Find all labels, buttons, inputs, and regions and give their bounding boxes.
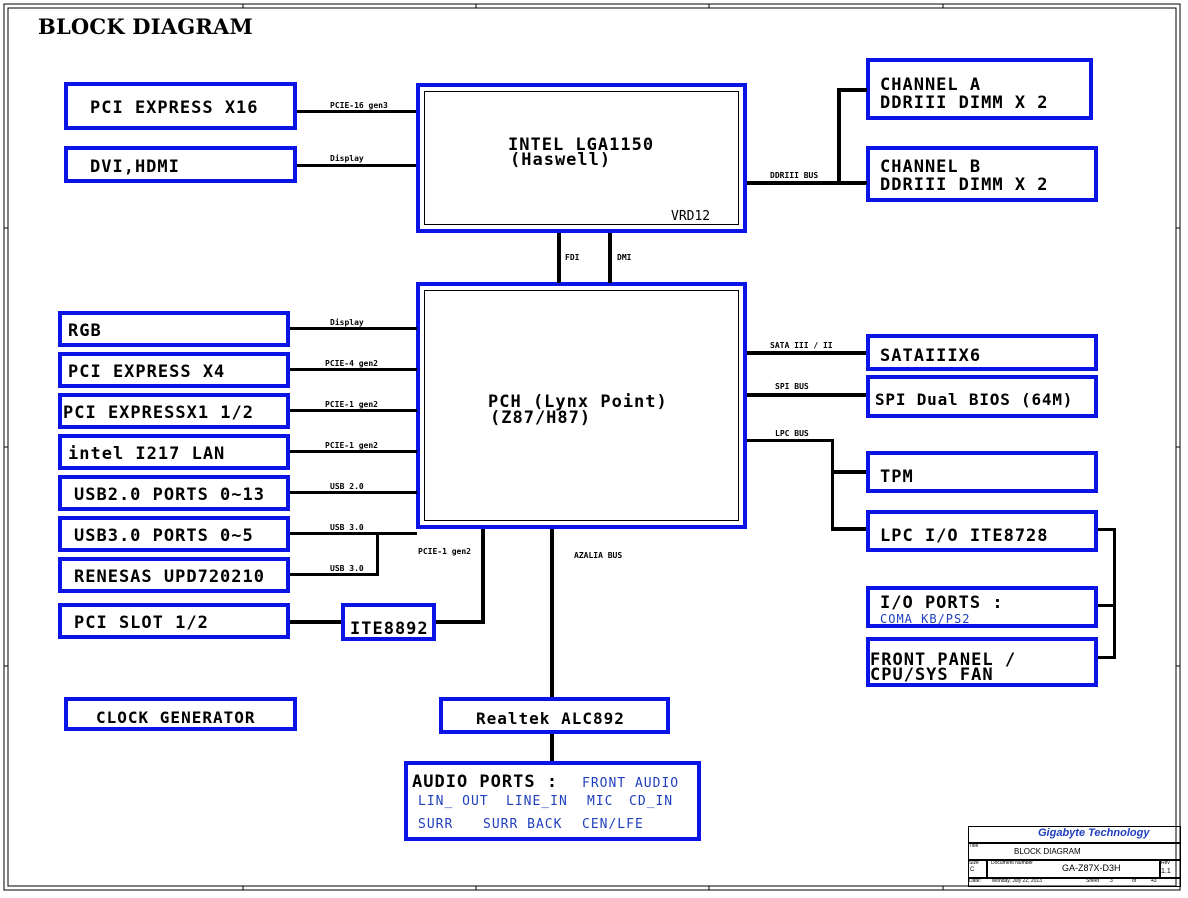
lpc-io-box: LPC I/O ITE8728 — [866, 510, 1098, 552]
spi-bus-label: SPI BUS — [775, 382, 809, 391]
document-number: GA-Z87X-D3H — [1062, 863, 1121, 873]
usb2-ports-box: USB2.0 PORTS 0~13 — [58, 475, 290, 511]
pcie1-bus-label-a: PCIE-1 gen2 — [325, 400, 378, 409]
company-name: Gigabyte Technology — [1038, 827, 1150, 839]
clock-generator-box: CLOCK GENERATOR — [64, 697, 297, 731]
pcie4-bus-label: PCIE-4 gen2 — [325, 359, 378, 368]
pcie16-bus-label: PCIE-16 gen3 — [330, 101, 388, 110]
pch-block: PCH (Lynx Point) (Z87/H87) — [416, 282, 747, 529]
spi-bios-box: SPI Dual BIOS (64M) — [866, 375, 1098, 418]
channel-b-box: CHANNEL B DDRIII DIMM X 2 — [866, 146, 1098, 202]
title-block: Gigabyte Technology Title BLOCK DIAGRAM … — [968, 826, 1181, 887]
dmi-bus-label: DMI — [617, 253, 632, 262]
cpu-block: INTEL LGA1150 (Haswell) VRD12 — [416, 83, 747, 233]
rgb-bus-label: Display — [330, 318, 364, 327]
cpu-name: INTEL LGA1150 — [508, 135, 655, 155]
rgb-box: RGB — [58, 311, 290, 347]
pci-express-x16-box: PCI EXPRESS X16 — [64, 82, 297, 130]
intel-lan-box: intel I217 LAN — [58, 434, 290, 470]
tpm-box: TPM — [866, 451, 1098, 493]
usb3-bus-label-a: USB 3.0 — [330, 523, 364, 532]
vrd-label: VRD12 — [671, 209, 711, 224]
ite8892-box: ITE8892 — [341, 603, 436, 641]
sata-box: SATAIIIX6 — [866, 334, 1098, 371]
usb3-ports-box: USB3.0 PORTS 0~5 — [58, 516, 290, 552]
pch-name: PCH (Lynx Point) — [488, 392, 668, 412]
display-bus-label: Display — [330, 154, 364, 163]
lpc-bus-label: LPC BUS — [775, 429, 809, 438]
pci-expressx1-box: PCI EXPRESSX1 1/2 — [58, 393, 290, 429]
audio-ports-box: AUDIO PORTS : FRONT AUDIO LIN_ OUT LINE_… — [404, 761, 701, 841]
pci-express-x4-box: PCI EXPRESS X4 — [58, 352, 290, 388]
front-panel-box: FRONT PANEL / CPU/SYS FAN — [866, 637, 1098, 687]
dvi-hdmi-box: DVI,HDMI — [64, 146, 297, 183]
renesas-box: RENESAS UPD720210 — [58, 557, 290, 593]
diagram-heading: BLOCK DIAGRAM — [38, 14, 253, 39]
ddriii-bus-label: DDRIII BUS — [770, 171, 819, 180]
azalia-bus-label: AZALIA BUS — [574, 551, 623, 560]
cpu-codename: (Haswell) — [510, 150, 612, 170]
channel-a-box: CHANNEL A DDRIII DIMM X 2 — [866, 58, 1093, 120]
usb3-bus-label-b: USB 3.0 — [330, 564, 364, 573]
realtek-box: Realtek ALC892 — [439, 697, 670, 734]
io-ports-box: I/O PORTS : COMA KB/PS2 — [866, 586, 1098, 628]
pcie-ite-bus-label: PCIE-1 gen2 — [418, 547, 471, 556]
fdi-bus-label: FDI — [565, 253, 580, 262]
pcie1-bus-label-b: PCIE-1 gen2 — [325, 441, 378, 450]
sata-bus-label: SATA III / II — [770, 341, 833, 350]
pci-slot-box: PCI SLOT 1/2 — [58, 603, 290, 639]
title-block-title: BLOCK DIAGRAM — [1014, 847, 1081, 856]
pch-model: (Z87/H87) — [490, 408, 592, 428]
usb2-bus-label: USB 2.0 — [330, 482, 364, 491]
